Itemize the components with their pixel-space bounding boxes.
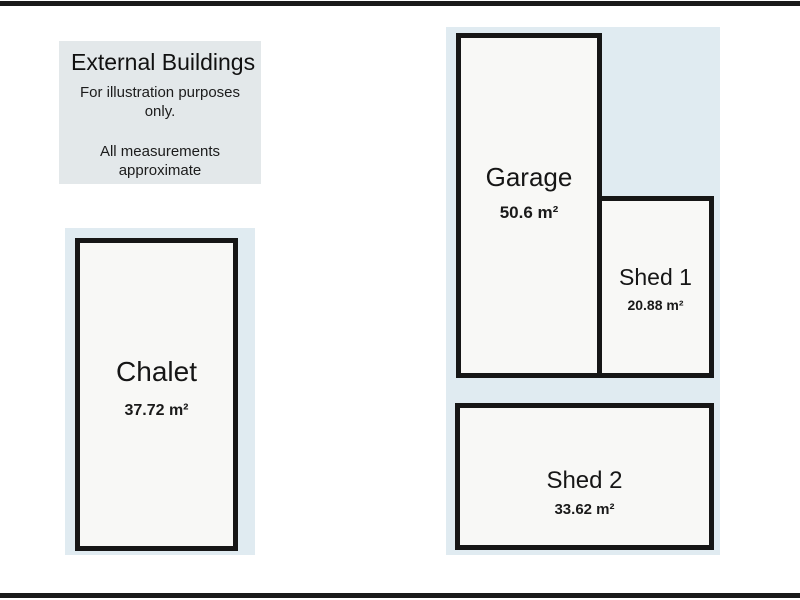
room-shed-1-area: 20.88 m²: [627, 297, 684, 313]
room-garage-name: Garage: [485, 161, 573, 192]
room-garage: Garage 50.6 m²: [456, 33, 602, 378]
top-border-bar: [0, 1, 800, 6]
room-shed-1-label-group: Shed 1 20.88 m²: [619, 264, 692, 314]
legend-note-illustration: For illustration purposes only.: [79, 84, 241, 120]
bottom-border-bar: [0, 593, 800, 598]
room-shed-2-label-group: Shed 2 33.62 m²: [546, 466, 623, 518]
room-shed-2-name: Shed 2: [546, 466, 623, 494]
room-chalet-label-group: Chalet 37.72 m²: [116, 357, 197, 420]
room-garage-label-group: Garage 50.6 m²: [486, 163, 573, 223]
room-chalet-area: 37.72 m²: [124, 402, 189, 419]
room-shed-1-name: Shed 1: [619, 264, 692, 290]
room-chalet: Chalet 37.72 m²: [75, 238, 238, 551]
room-chalet-name: Chalet: [116, 356, 197, 387]
room-shed-2-area: 33.62 m²: [554, 500, 615, 518]
room-shed-2: Shed 2 33.62 m²: [455, 403, 714, 550]
legend-box: External Buildings For illustration purp…: [59, 41, 261, 184]
legend-title: External Buildings: [71, 49, 256, 75]
room-shed-1: Shed 1 20.88 m²: [597, 196, 714, 378]
room-garage-area: 50.6 m²: [499, 202, 559, 222]
legend-note-measurements: All measurements approximate: [99, 143, 221, 179]
